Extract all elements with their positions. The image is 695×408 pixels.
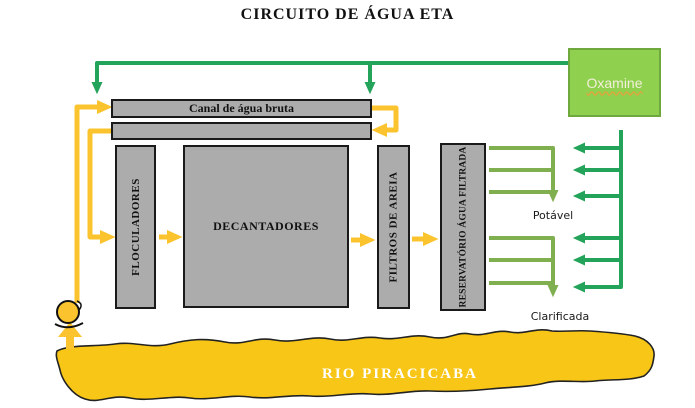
river-label: RIO PIRACICABA <box>322 366 478 382</box>
arrow-canal2-to-floculadores <box>87 128 116 244</box>
reservatorio-agua-filtrada-label: RESERVATÓRIO ÁGUA FILTRADA <box>458 146 469 308</box>
floculadores-label: FLOCULADORES <box>129 178 142 276</box>
oxamine-box: Oxamine <box>568 48 661 117</box>
decantadores-box: DECANTADORES <box>183 145 349 308</box>
arrow-oxamine-to-canal-left <box>91 61 568 95</box>
filtros-de-areia-box: FILTROS DE AREIA <box>377 145 410 309</box>
floculadores-box: FLOCULADORES <box>115 145 156 309</box>
outlet-potavel-line-1 <box>489 146 559 203</box>
dosing-manifold-line <box>572 130 623 293</box>
canal-agua-bruta-bar: Canal de água bruta <box>111 99 372 118</box>
outlet-clarificada-line-1 <box>489 236 559 298</box>
arrow-pump-to-canal <box>74 99 113 303</box>
pump-icon <box>54 300 84 329</box>
arrow-canal1-to-canal2 <box>370 105 399 138</box>
canal-agua-bruta-label: Canal de água bruta <box>188 101 295 115</box>
filtros-de-areia-label: FILTROS DE AREIA <box>387 171 400 283</box>
reservatorio-agua-filtrada-box: RESERVATÓRIO ÁGUA FILTRADA <box>440 143 486 311</box>
page-title: CIRCUITO DE ÁGUA ETA <box>240 6 455 23</box>
canal-bar-2 <box>111 122 372 140</box>
clarificada-label: Clarificada <box>530 310 590 323</box>
decantadores-label: DECANTADORES <box>213 219 319 233</box>
arrow-river-to-pump <box>58 322 82 349</box>
river-shape <box>55 329 655 402</box>
potavel-label: Potável <box>532 209 574 222</box>
oxamine-label: Oxamine <box>586 74 643 91</box>
